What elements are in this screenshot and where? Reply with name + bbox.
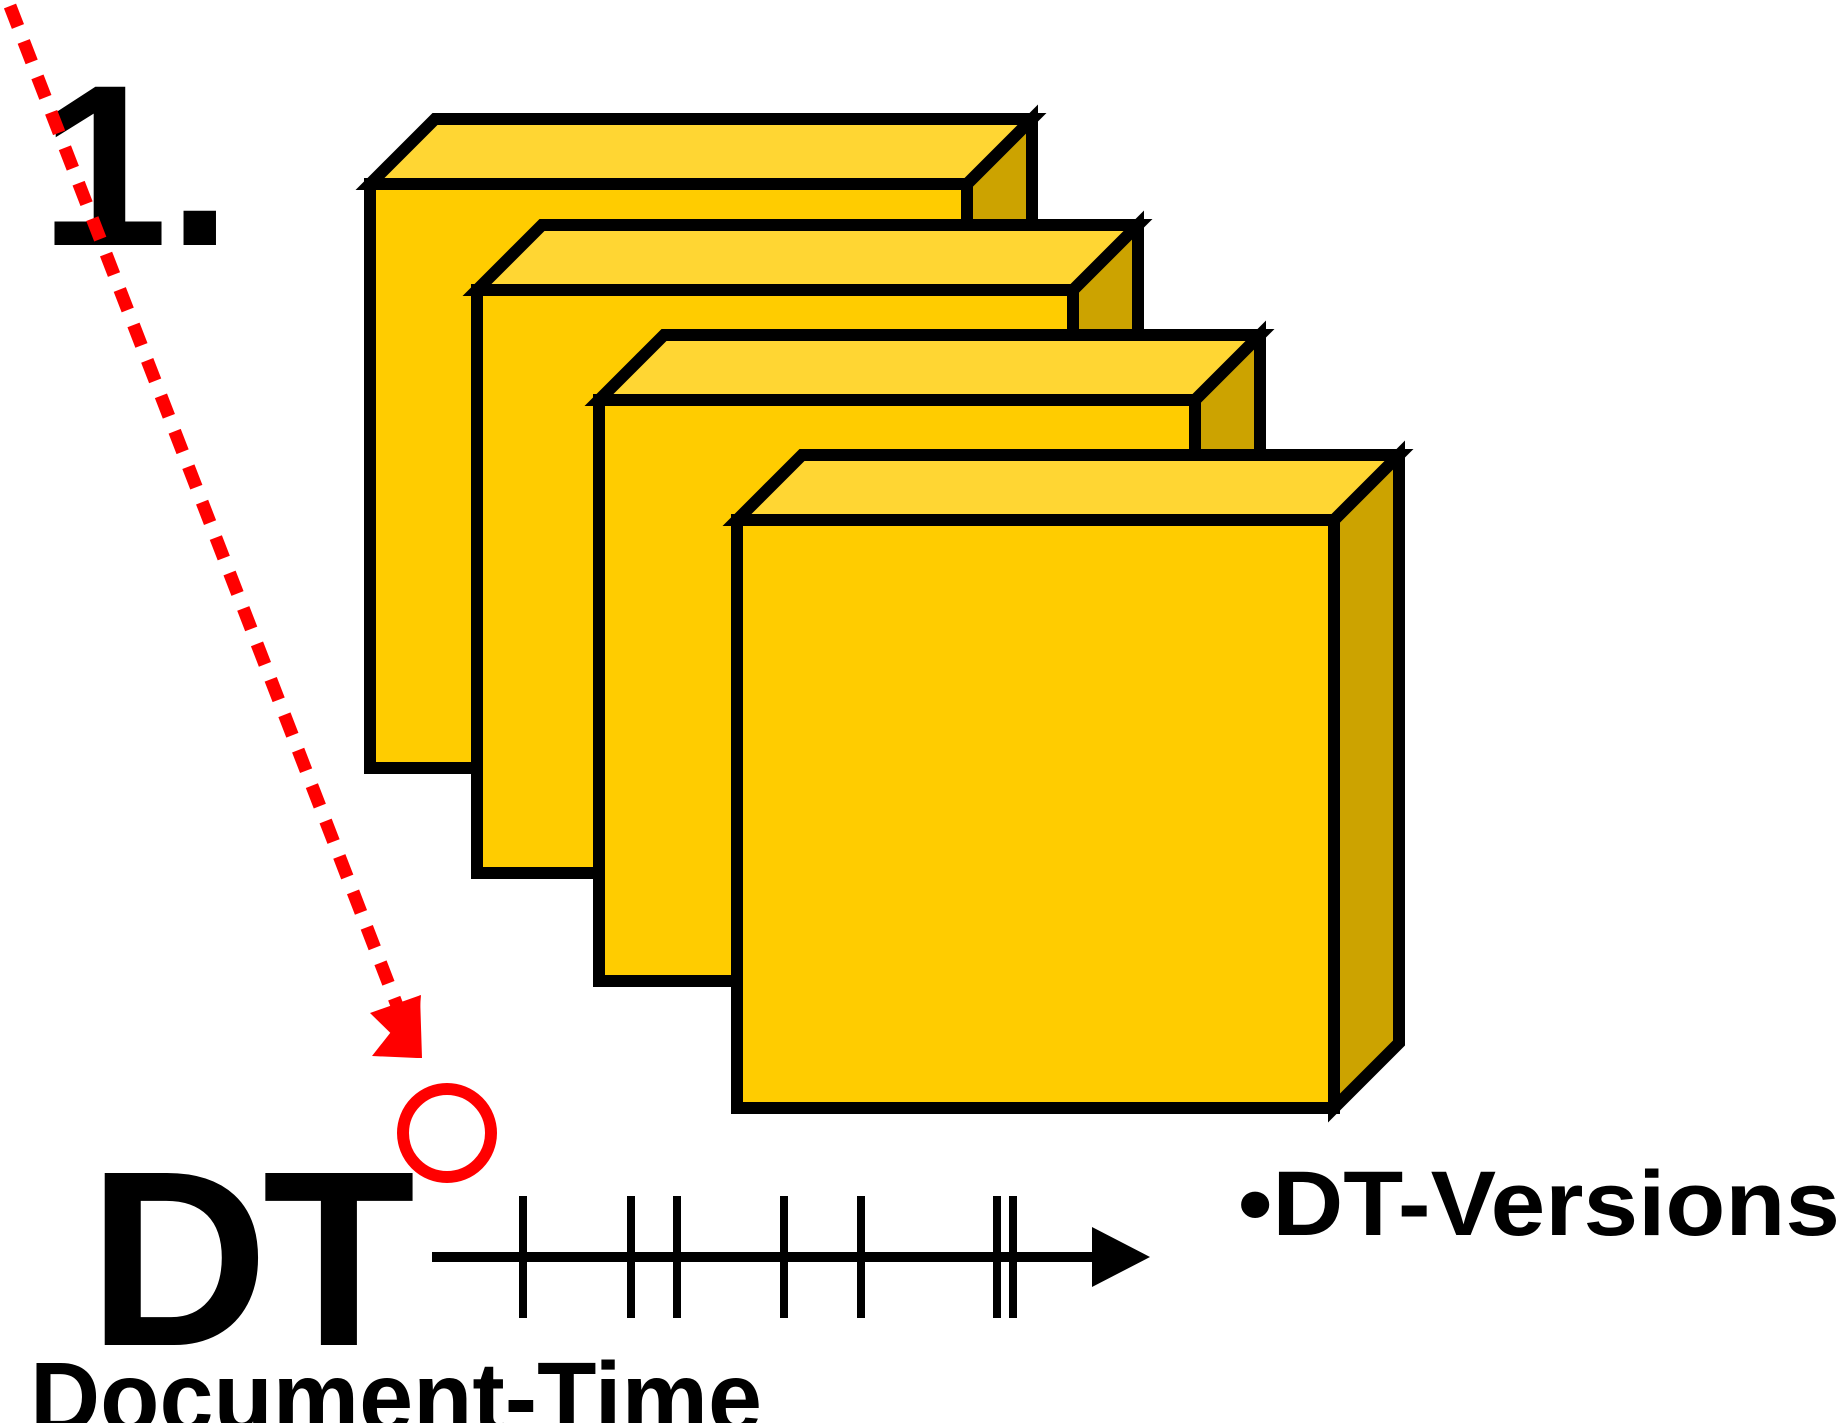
version-box-1-top <box>355 113 1047 190</box>
version-box-4-side <box>1328 440 1405 1123</box>
version-box-4 <box>722 440 1414 1123</box>
marker-circle-icon <box>397 1083 497 1183</box>
version-box-4-front <box>731 514 1340 1114</box>
dotted-arrow-icon <box>3 3 422 1058</box>
timeline-arrow-icon <box>432 1196 1150 1318</box>
dotted-arrow-shaft <box>3 3 405 1011</box>
dt-versions-label: •DT-Versions <box>1238 1153 1840 1255</box>
dt-abbreviation: DT <box>88 1119 414 1398</box>
version-box-4-top <box>722 449 1414 526</box>
timeline-arrowhead <box>1092 1227 1150 1287</box>
document-time-caption: Document-Time <box>30 1342 762 1423</box>
dotted-arrow-head-fill <box>370 995 421 1058</box>
document-versions-stack <box>355 104 1414 1123</box>
version-box-3-top <box>584 329 1275 406</box>
version-box-2-top <box>462 219 1153 296</box>
